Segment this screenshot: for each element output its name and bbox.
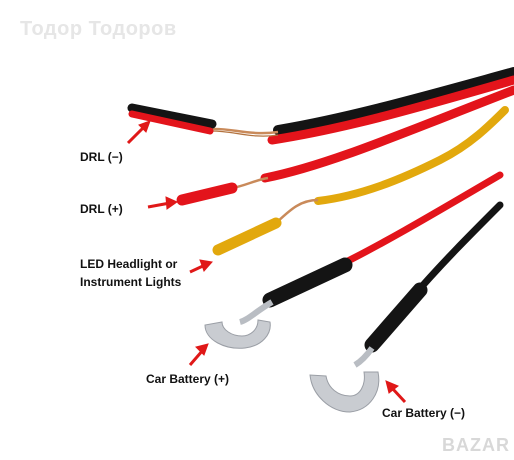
arrow-led-icon [189,259,213,274]
arrow-battery-minus-icon [385,380,407,404]
arrow-drl-plus-icon [147,196,179,210]
pointer-arrows [126,120,407,404]
watermark-text: Тодор Тодоров [20,18,177,40]
label-battery-plus: Car Battery (+) [146,372,230,386]
label-led-line1: LED Headlight or [80,257,178,271]
drl-plus-wire [176,85,514,206]
label-drl-plus: DRL (+) [80,202,123,216]
arrow-battery-plus-icon [188,343,209,366]
label-led-line2: Instrument Lights [80,275,182,289]
drl-twin-cable [127,67,514,145]
arrow-drl-minus-icon [126,120,151,145]
label-battery-minus: Car Battery (−) [382,406,466,420]
label-drl-minus: DRL (−) [80,150,123,164]
led-yellow-wire [212,106,509,256]
brand-mark: BAZAR [442,435,510,455]
battery-minus-wire [309,201,504,413]
battery-plus-wire [204,171,504,349]
